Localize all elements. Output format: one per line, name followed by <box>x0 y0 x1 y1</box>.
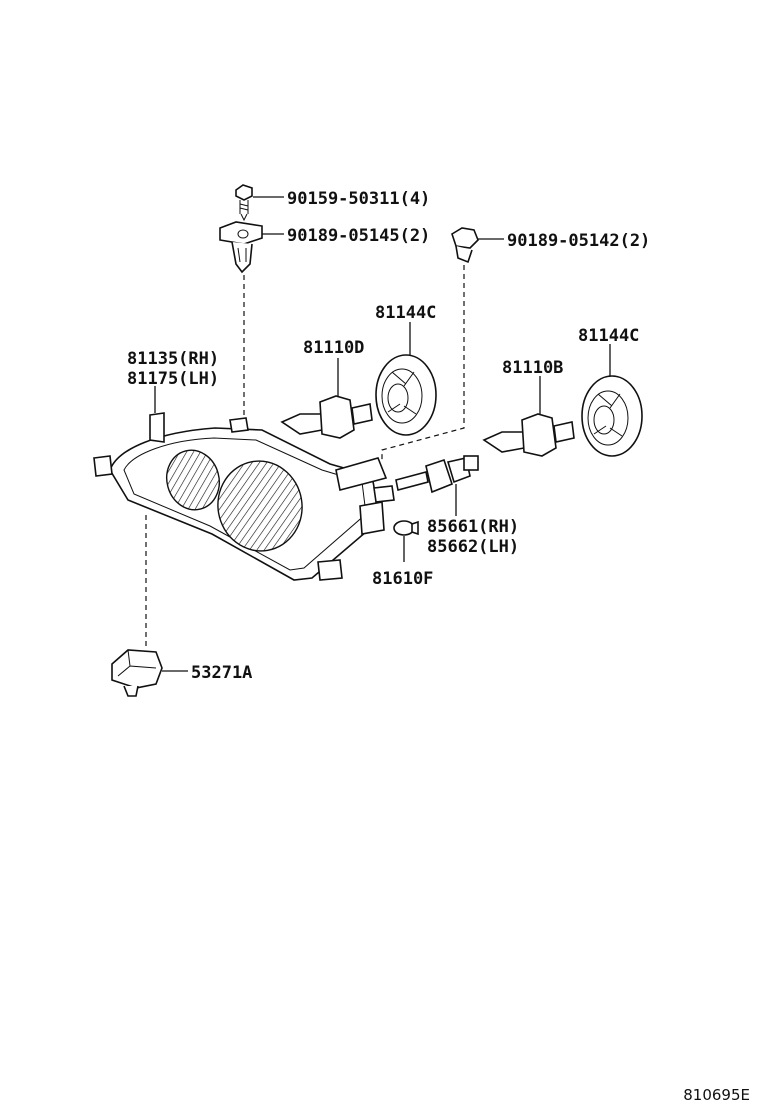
label-bracket: 53271A <box>191 663 252 683</box>
screw-part <box>235 184 284 222</box>
label-bulb-left: 81110D <box>303 338 364 358</box>
small-bulb-part <box>393 520 419 562</box>
bulb-right-part <box>482 376 575 457</box>
label-cap-center: 81144C <box>375 303 436 323</box>
label-socket-rh: 85661(RH) <box>427 517 519 537</box>
label-clip-right: 90189-05142(2) <box>507 231 650 251</box>
label-bulb-right: 81110B <box>502 358 563 378</box>
label-socket-lh: 85662(LH) <box>427 537 519 557</box>
label-screw: 90159-50311(4) <box>287 189 430 209</box>
label-small-bulb: 81610F <box>372 569 433 589</box>
clip-right-part <box>451 227 504 264</box>
cap-center-part <box>375 322 437 436</box>
cap-right-part <box>581 344 643 457</box>
label-housing-rh: 81135(RH) <box>127 349 219 369</box>
socket-part <box>395 455 479 516</box>
label-clip-left: 90189-05145(2) <box>287 226 430 246</box>
clip-left-part <box>219 221 284 274</box>
diagram-reference: 810695E <box>683 1086 750 1104</box>
label-cap-right: 81144C <box>578 326 639 346</box>
label-housing-lh: 81175(LH) <box>127 369 219 389</box>
bulb-left-part <box>280 358 373 439</box>
headlamp-housing-part <box>93 412 395 581</box>
bracket-part <box>111 649 188 697</box>
